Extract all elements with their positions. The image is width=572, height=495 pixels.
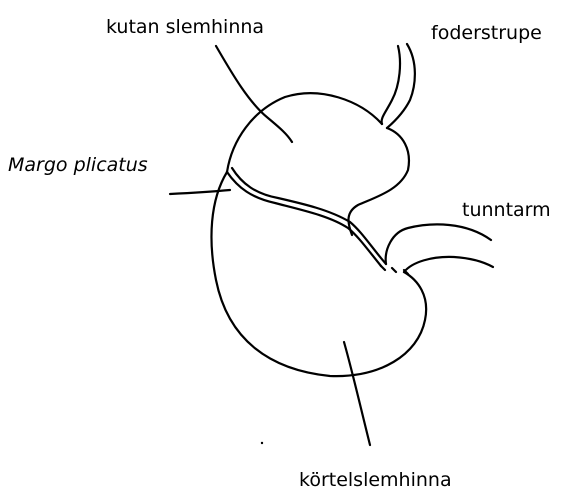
stomach-upper-right-outline	[348, 128, 408, 235]
small-intestine-lower-line	[404, 257, 493, 272]
stomach-lower-outline	[211, 172, 426, 376]
label-tunntarm: tunntarm	[462, 199, 551, 221]
label-foderstrupe: foderstrupe	[431, 22, 542, 44]
leader-line-margo	[170, 190, 230, 194]
label-kortelslemhinna: körtelslemhinna	[299, 469, 452, 491]
stray-dot	[261, 442, 263, 444]
label-margo-plicatus: Margo plicatus	[8, 154, 148, 176]
leader-line-kortel	[344, 342, 370, 445]
oesophagus-outer-line	[382, 46, 400, 124]
oesophagus-inner-line	[387, 44, 415, 128]
margo-plicatus-line-2	[232, 168, 386, 264]
label-kutan-slemhinna: kutan slemhinna	[106, 16, 264, 38]
leader-line-kutan	[216, 46, 292, 142]
stomach-upper-outline	[227, 93, 382, 172]
